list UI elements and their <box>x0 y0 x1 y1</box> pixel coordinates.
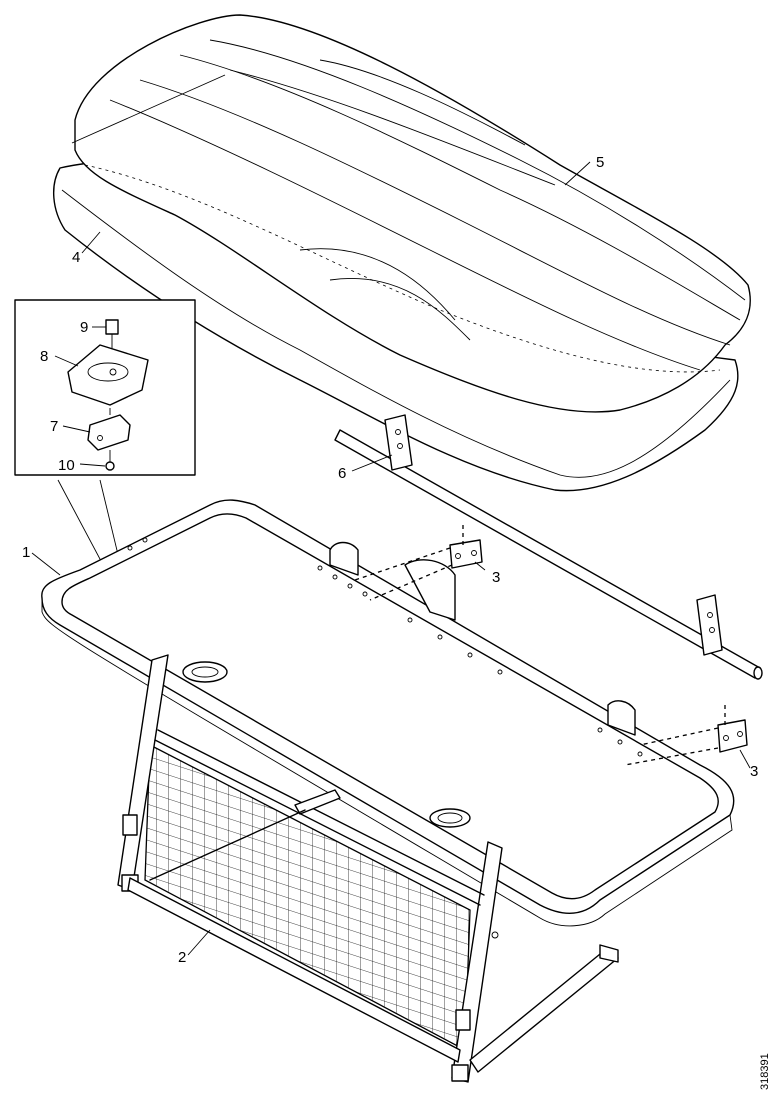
callout-4: 4 <box>72 249 80 266</box>
latch-bracket-lower <box>624 705 748 766</box>
callout-5: 5 <box>596 154 604 171</box>
hinge-rod <box>334 414 763 680</box>
callout-3-upper: 3 <box>492 569 500 586</box>
callout-8: 8 <box>40 348 48 365</box>
latch-bracket-upper <box>354 525 483 601</box>
callout-2: 2 <box>178 949 186 966</box>
part-10-screw <box>105 450 115 471</box>
callout-9: 9 <box>80 319 88 336</box>
part-7-bracket <box>87 408 131 451</box>
callout-6: 6 <box>338 465 346 482</box>
detail-inset <box>14 299 196 626</box>
callout-labels: 1 2 3 3 4 5 6 7 8 9 10 <box>22 154 758 966</box>
callout-7: 7 <box>50 418 58 435</box>
callout-3-lower: 3 <box>750 763 758 780</box>
callout-10: 10 <box>58 457 75 474</box>
seat-backrest <box>74 14 751 413</box>
document-number: 318391 <box>759 1053 771 1090</box>
part-8-handle <box>67 344 149 406</box>
seat-frame <box>41 499 735 927</box>
cargo-net-assembly <box>117 654 619 1083</box>
callout-leaders <box>31 74 751 956</box>
callout-1: 1 <box>22 544 30 561</box>
